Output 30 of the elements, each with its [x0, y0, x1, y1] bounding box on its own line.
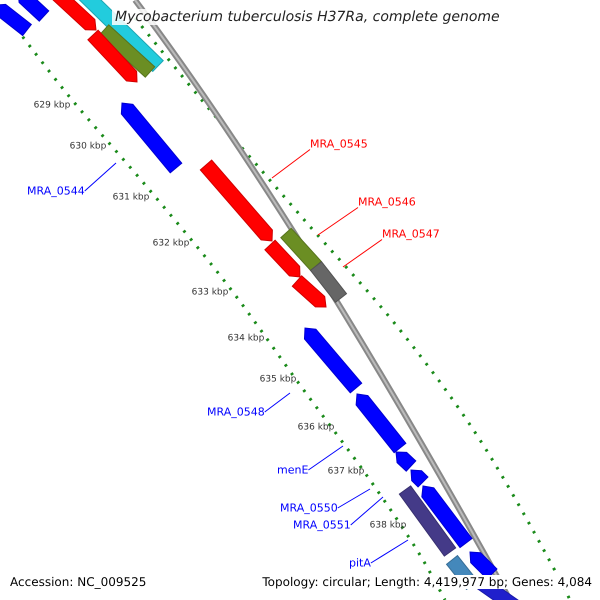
position-label: 631 kbp [112, 194, 150, 202]
leader-line [350, 496, 384, 526]
gene-label: MRA_0546 [358, 196, 416, 208]
position-label: 633 kbp [192, 288, 228, 298]
position-label: 630 kbp [70, 142, 106, 152]
gene-label: MRA_0550 [280, 502, 338, 514]
leader-line [264, 392, 290, 412]
position-label: 638 kbp [370, 522, 406, 530]
position-label: 635 kbp [260, 376, 296, 384]
leader-line [84, 162, 116, 192]
leader-line [318, 207, 358, 236]
position-label: 629 kbp [34, 102, 70, 110]
position-label: 632 kbp [152, 240, 190, 248]
gene-label: MRA_0545 [310, 138, 368, 150]
leader-line [370, 540, 408, 564]
gene-label: MRA_0547 [382, 228, 440, 240]
genome-summary-text: Topology: circular; Length: 4,419,977 bp; Genes: 4,084 [260, 575, 594, 589]
leader-line [308, 446, 344, 470]
accession-text: Accession: NC_009525 [8, 575, 148, 589]
gene-label: MRA_0551 [293, 520, 351, 530]
position-label: 636 kbp [298, 424, 334, 432]
position-label: 637 kbp [328, 468, 364, 476]
leader-line [272, 149, 310, 178]
gene-label: MRA_0544 [27, 186, 85, 196]
gene-label: MRA_0548 [207, 406, 265, 418]
gene-label: pitA [349, 558, 371, 568]
leader-line [337, 488, 370, 508]
position-label: 634 kbp [228, 334, 264, 344]
leader-line [342, 239, 382, 268]
gene-label: menE [277, 464, 308, 476]
